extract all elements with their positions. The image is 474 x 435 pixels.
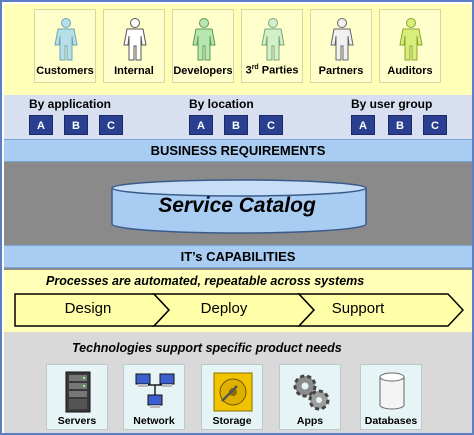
grouping-title-location: By location	[189, 97, 254, 111]
service-catalog-title: Service Catalog	[158, 194, 316, 217]
tech-label: Apps	[296, 415, 324, 427]
grouping-tag: C	[259, 115, 283, 135]
gears-icon	[293, 374, 330, 411]
tech-card-network: Network	[123, 364, 185, 430]
tech-card-storage: Storage	[201, 364, 263, 430]
tech-label: Network	[133, 415, 175, 427]
audience-card-developers: Developers	[172, 9, 234, 83]
auditor-person-icon	[399, 18, 423, 61]
grouping-title-application: By application	[29, 97, 112, 111]
audience-card-auditors: Auditors	[379, 9, 441, 83]
stage-label-design: Design	[64, 300, 112, 317]
audience-label: Partners	[318, 65, 364, 77]
grouping-tag: B	[388, 115, 412, 135]
storage-disk-icon	[213, 372, 253, 412]
tech-card-servers: Servers	[46, 364, 108, 430]
technology-note: Technologies support specific product ne…	[72, 341, 342, 355]
stage-label-deploy: Deploy	[200, 300, 248, 317]
server-rack-icon	[65, 371, 91, 413]
business-requirements-bar: BUSINESS REQUIREMENTS	[4, 139, 472, 162]
grouping-tag: C	[423, 115, 447, 135]
process-note: Processes are automated, repeatable acro…	[46, 274, 365, 288]
grouping-tag: C	[99, 115, 123, 135]
partner-person-icon	[330, 18, 354, 61]
grouping-tag: A	[29, 115, 53, 135]
customer-person-icon	[54, 18, 78, 61]
tech-label: Storage	[212, 415, 252, 427]
grouping-tag: A	[189, 115, 213, 135]
stage-label-support: Support	[331, 300, 385, 317]
network-computers-icon	[135, 373, 175, 408]
database-cylinder-icon	[379, 372, 405, 410]
tech-label: Databases	[364, 415, 418, 427]
grouping-tag: B	[224, 115, 248, 135]
grouping-tag: B	[64, 115, 88, 135]
tech-card-apps: Apps	[279, 364, 341, 430]
audience-card-customers: Customers	[34, 9, 96, 83]
grouping-tag: A	[351, 115, 375, 135]
service-catalog-cylinder	[111, 179, 367, 234]
developer-person-icon	[192, 18, 216, 61]
audience-label: Internal	[114, 65, 154, 77]
audience-label: 3rd Parties	[245, 64, 299, 77]
tech-card-databases: Databases	[360, 364, 422, 430]
audience-card-third-parties: 3rd Parties	[241, 9, 303, 83]
internal-person-icon	[123, 18, 147, 61]
audience-card-partners: Partners	[310, 9, 372, 83]
process-chevrons	[14, 293, 464, 327]
grouping-title-user-group: By user group	[351, 97, 433, 111]
third-party-person-icon	[261, 18, 285, 61]
it-capabilities-bar: IT’s CAPABILITIES	[4, 245, 472, 268]
audience-label: Auditors	[387, 65, 433, 77]
audience-label: Developers	[173, 65, 233, 77]
support-chevron	[297, 293, 464, 327]
audience-card-internal: Internal	[103, 9, 165, 83]
audience-label: Customers	[36, 65, 94, 77]
tech-label: Servers	[57, 415, 97, 427]
